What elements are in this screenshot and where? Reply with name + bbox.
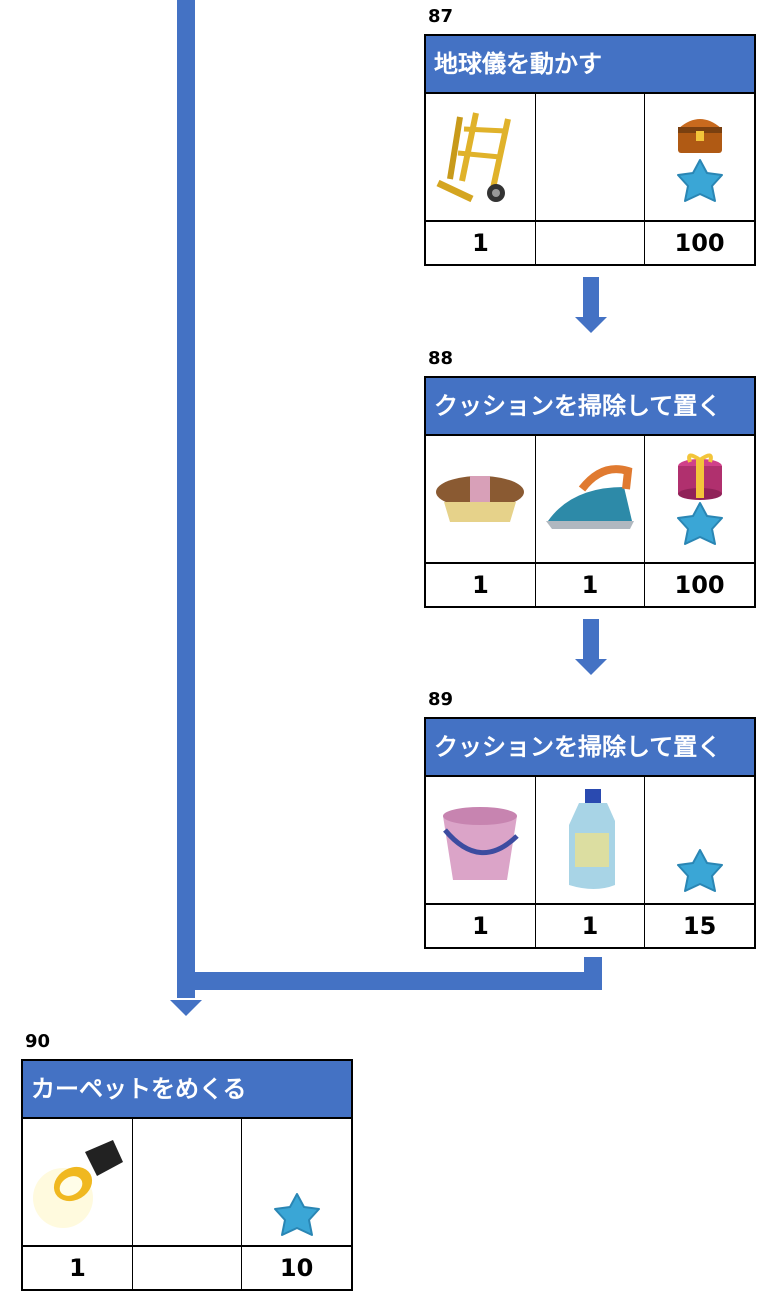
star-icon xyxy=(676,849,723,892)
flow-arrow-88-89-shaft xyxy=(583,619,599,659)
brush-icon xyxy=(436,476,525,522)
item-cell xyxy=(426,436,536,564)
treasure-chest-icon xyxy=(677,119,722,153)
step-title: クッションを掃除して置く xyxy=(426,378,754,436)
step-card-88: クッションを掃除して置く xyxy=(424,376,756,608)
reward-count: 100 xyxy=(644,563,754,606)
bucket-icon xyxy=(443,807,520,880)
item-cell-empty xyxy=(131,1119,242,1247)
item-cell xyxy=(426,777,536,905)
step-title: カーペットをめくる xyxy=(23,1061,351,1119)
item-cell xyxy=(534,777,645,905)
step-title: クッションを掃除して置く xyxy=(426,719,754,777)
item-count xyxy=(131,1246,242,1289)
flow-arrow-to-90 xyxy=(170,1000,202,1016)
iron-icon xyxy=(545,465,634,529)
item-count: 1 xyxy=(472,571,489,599)
step-card-89: クッションを掃除して置く xyxy=(424,717,756,949)
star-icon xyxy=(676,502,723,545)
flow-arrow-87-88-shaft xyxy=(583,277,599,317)
reward-cell xyxy=(644,436,754,564)
flow-line-stub xyxy=(584,957,602,990)
item-count: 1 xyxy=(472,229,489,257)
item-count: 1 xyxy=(69,1254,86,1282)
detergent-bottle-icon xyxy=(568,789,615,889)
reward-count: 10 xyxy=(241,1246,351,1289)
reward-count: 100 xyxy=(644,221,754,264)
hand-truck-icon xyxy=(436,112,512,203)
flow-arrow-88-89-head xyxy=(575,659,607,675)
reward-cell xyxy=(644,94,754,222)
step-card-90: カーペットをめくる 1 10 xyxy=(21,1059,353,1291)
item-count xyxy=(534,221,645,264)
step-card-87: 地球儀を動かす xyxy=(424,34,756,266)
flow-line-horizontal xyxy=(195,972,602,990)
item-cell xyxy=(426,94,536,222)
item-count: 1 xyxy=(472,912,489,940)
item-cell xyxy=(23,1119,133,1247)
step-number: 89 xyxy=(428,689,454,710)
item-count: 1 xyxy=(534,563,645,606)
item-count: 1 xyxy=(534,904,645,947)
reward-count: 15 xyxy=(644,904,754,947)
star-icon xyxy=(676,159,723,202)
flow-line-vertical-left xyxy=(177,0,195,998)
flow-arrow-87-88-head xyxy=(575,317,607,333)
reward-cell xyxy=(241,1119,351,1247)
step-number: 88 xyxy=(428,348,454,369)
item-cell-empty xyxy=(534,94,645,222)
step-number: 90 xyxy=(25,1031,51,1052)
step-title: 地球儀を動かす xyxy=(426,36,754,94)
star-icon xyxy=(273,1193,320,1236)
reward-cell xyxy=(644,777,754,905)
step-number: 87 xyxy=(428,6,454,27)
flashlight-icon xyxy=(33,1140,124,1228)
gift-box-icon xyxy=(677,453,722,500)
item-cell xyxy=(534,436,645,564)
